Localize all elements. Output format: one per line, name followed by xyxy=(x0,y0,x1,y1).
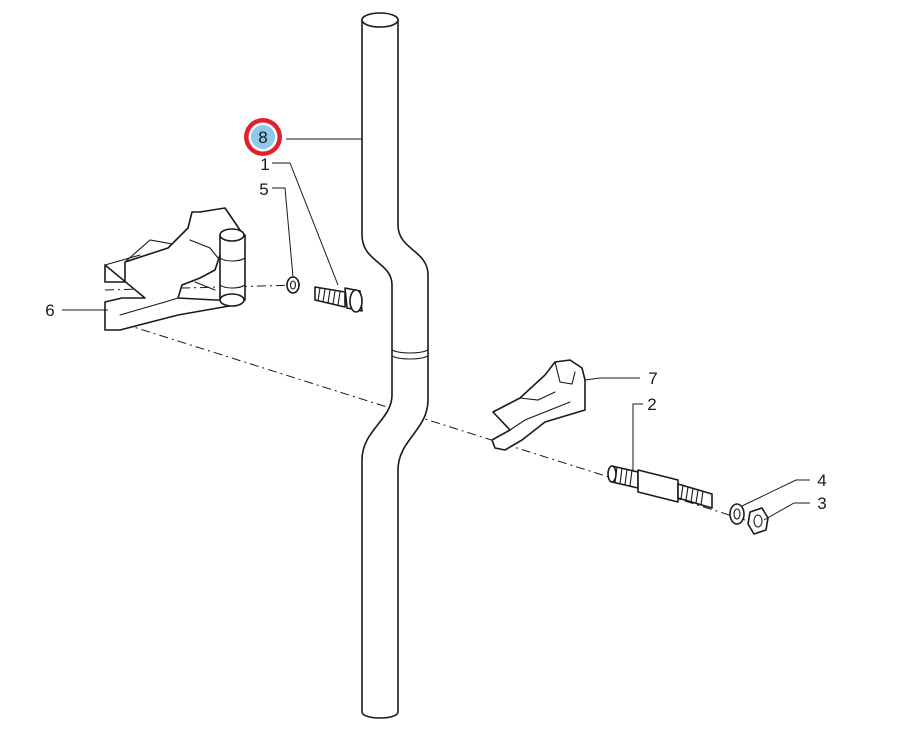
leader-lines xyxy=(62,138,810,521)
callout-1: 1 xyxy=(260,155,269,174)
callout-7: 7 xyxy=(648,369,657,388)
spring-washer[interactable] xyxy=(286,276,300,294)
callout-2: 2 xyxy=(647,395,656,414)
callout-4: 4 xyxy=(817,471,826,490)
callout-3: 3 xyxy=(817,494,826,513)
fork-hub[interactable] xyxy=(219,228,246,307)
stud[interactable] xyxy=(607,465,713,509)
callout-5: 5 xyxy=(259,180,268,199)
washer[interactable] xyxy=(729,503,745,525)
nut[interactable] xyxy=(747,507,769,535)
fork-finger[interactable] xyxy=(491,359,586,451)
shift-fork[interactable] xyxy=(104,207,241,331)
highlight-callout-8[interactable] xyxy=(244,118,282,156)
callout-8: 8 xyxy=(258,128,267,147)
shift-rod[interactable] xyxy=(361,12,429,719)
bolt[interactable] xyxy=(314,286,363,313)
callout-6: 6 xyxy=(45,301,54,320)
